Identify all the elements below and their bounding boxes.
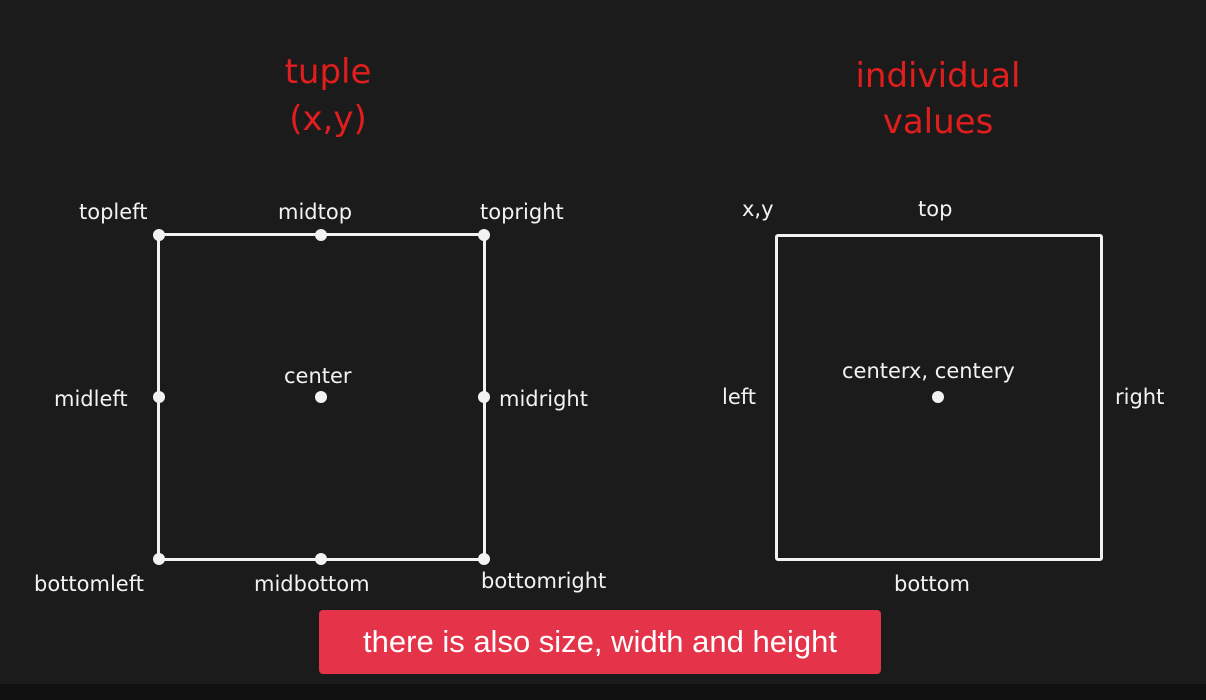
label-left: left	[722, 385, 757, 409]
center-point	[315, 391, 327, 403]
label-center: center	[284, 364, 352, 388]
caption-subtitle: there is also size, width and height	[319, 610, 881, 674]
tuple-heading-line1: tuple	[284, 52, 372, 92]
label-topright: topright	[480, 200, 564, 224]
individual-rect	[775, 234, 1103, 561]
topleft-point	[153, 229, 165, 241]
label-top: top	[918, 197, 953, 221]
label-topleft: topleft	[79, 200, 148, 224]
bottom-band	[0, 684, 1206, 700]
bottomright-point	[478, 553, 490, 565]
label-centerx-centery: centerx, centery	[842, 359, 1015, 383]
label-midright: midright	[499, 387, 588, 411]
midright-point	[478, 391, 490, 403]
centerx-centery-point	[932, 391, 944, 403]
label-bottomright: bottomright	[481, 569, 607, 593]
midbottom-point	[315, 553, 327, 565]
individual-heading-line1: individual	[855, 56, 1021, 96]
midtop-point	[315, 229, 327, 241]
midleft-point	[153, 391, 165, 403]
topright-point	[478, 229, 490, 241]
label-midleft: midleft	[54, 387, 128, 411]
label-right: right	[1115, 385, 1165, 409]
label-bottomleft: bottomleft	[34, 572, 144, 596]
label-bottom: bottom	[894, 572, 970, 596]
label-xy: x,y	[742, 197, 774, 221]
bottomleft-point	[153, 553, 165, 565]
tuple-heading-line2: (x,y)	[289, 99, 367, 139]
label-midbottom: midbottom	[254, 572, 370, 596]
label-midtop: midtop	[278, 200, 353, 224]
individual-heading-line2: values	[882, 102, 994, 142]
